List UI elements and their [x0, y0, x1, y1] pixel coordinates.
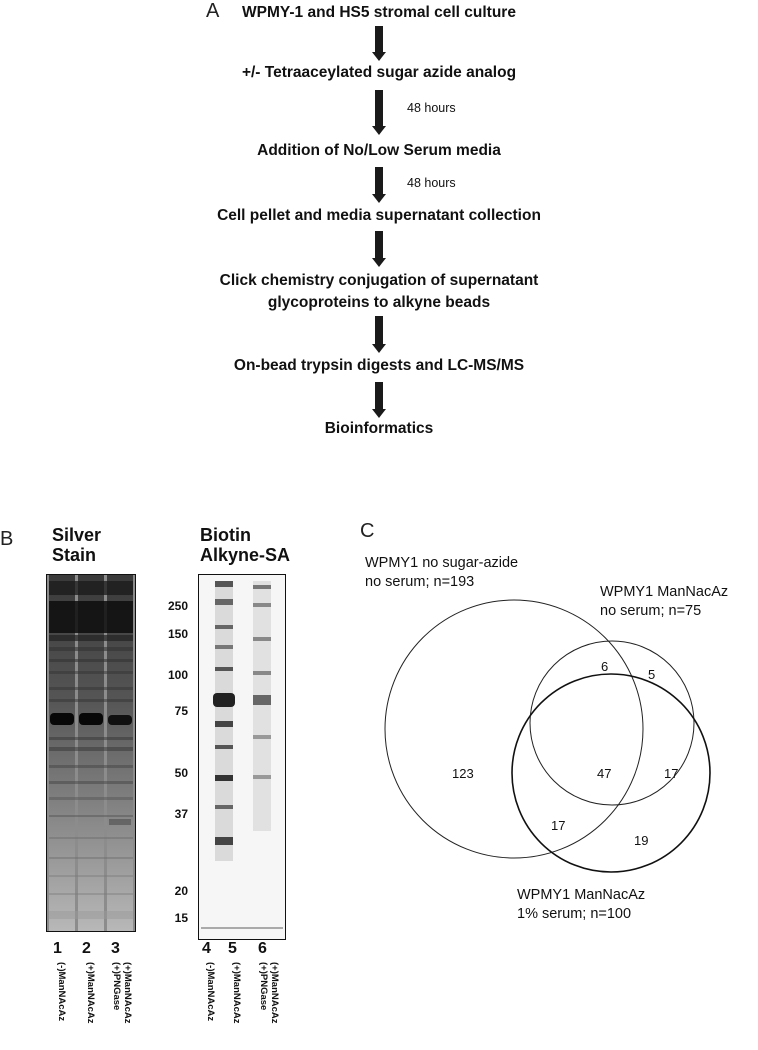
duration-2: 48 hours — [407, 176, 456, 190]
mw-marker-37: 37 — [174, 807, 188, 821]
region-no-sugar-and-no-serum: 6 — [601, 659, 609, 674]
flow-arrow-1 — [372, 26, 386, 61]
step-sugar-azide: +/- Tetraaceylated sugar azide analog — [241, 64, 517, 81]
lane-number-6: 6 — [258, 940, 267, 957]
region-no-serum-and-1pct: 17 — [664, 766, 679, 781]
mw-marker-75: 75 — [174, 704, 188, 718]
step-collection: Cell pellet and media supernatant collec… — [217, 207, 541, 224]
flow-arrow-6 — [372, 382, 386, 418]
venn-circle-mannacaz-1pct-serum — [511, 673, 711, 873]
panel-c-label: C — [360, 520, 375, 542]
region-no-sugar-and-1pct: 17 — [551, 818, 566, 833]
flow-arrow-5 — [372, 316, 386, 353]
panel-b-label: B — [0, 528, 14, 550]
step-click-chemistry-2: glycoproteins to alkyne beads — [267, 294, 491, 311]
flow-arrow-3 — [372, 167, 386, 203]
mw-marker-150: 150 — [167, 627, 188, 641]
lane-number-5: 5 — [228, 940, 237, 957]
mw-marker-250: 250 — [167, 599, 188, 613]
step-bioinformatics: Bioinformatics — [324, 420, 434, 437]
flow-arrow-4 — [372, 231, 386, 267]
region-all-three: 47 — [597, 766, 612, 781]
mw-marker-50: 50 — [174, 766, 188, 780]
step-click-chemistry-1: Click chemistry conjugation of supernata… — [219, 272, 539, 289]
venn-circle-no-sugar — [384, 599, 644, 859]
region-only-no-serum: 5 — [648, 667, 656, 682]
lane-number-1: 1 — [53, 940, 62, 957]
region-only-1pct-serum: 19 — [634, 833, 649, 848]
step-trypsin-lcms: On-bead trypsin digests and LC-MS/MS — [233, 357, 525, 374]
biotin-alkyne-gel — [198, 574, 286, 940]
venn-circle-mannacaz-no-serum — [529, 640, 695, 806]
lane-number-3: 3 — [111, 940, 120, 957]
mw-marker-100: 100 — [167, 668, 188, 682]
step-serum-media: Addition of No/Low Serum media — [257, 142, 501, 159]
panel-a-label: A — [206, 0, 220, 22]
mw-marker-15: 15 — [174, 911, 188, 925]
lane-number-4: 4 — [202, 940, 211, 957]
silver-stain-gel — [46, 574, 136, 932]
mw-marker-20: 20 — [174, 884, 188, 898]
region-only-no-sugar: 123 — [452, 766, 474, 781]
duration-1: 48 hours — [407, 101, 456, 115]
lane-number-2: 2 — [82, 940, 91, 957]
flow-arrow-2 — [372, 90, 386, 135]
step-cell-culture: WPMY-1 and HS5 stromal cell culture — [242, 4, 516, 21]
